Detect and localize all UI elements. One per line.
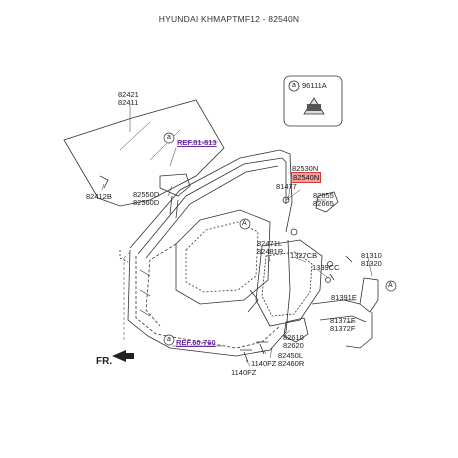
part-label-82530n[interactable]: 82530N (292, 164, 319, 173)
page-title: HYUNDAI KHMAPTMF12 - 82540N (158, 14, 300, 24)
part-label-82540n-highlighted[interactable]: 82540N (291, 172, 322, 183)
window-frame (129, 149, 293, 259)
callout-a-box: a (292, 82, 296, 89)
callout-circles (163, 132, 397, 346)
part-label-82411[interactable]: 82411 (118, 98, 139, 107)
part-label-81391e[interactable]: 81391E (331, 293, 357, 302)
front-arrow (112, 350, 134, 362)
part-label-82471l[interactable]: 82471L (257, 239, 283, 248)
part-label-1140fz-right[interactable]: 1140FZ (251, 359, 277, 368)
callout-A-door: A (242, 220, 247, 227)
callout-a-bottom: a (167, 336, 171, 343)
window-glass (63, 99, 225, 207)
latch-assembly (311, 255, 379, 349)
part-label-82665[interactable]: 82665 (313, 199, 334, 208)
part-label-1339cc[interactable]: 1339CC (312, 263, 340, 272)
part-label-82550d[interactable]: 82550D (133, 190, 160, 199)
ref-link-81-813[interactable]: REF.81-813 (177, 138, 217, 147)
leader-lines (101, 104, 373, 367)
part-label-82460r[interactable]: 82460R (278, 359, 305, 368)
door-panel (119, 209, 291, 357)
part-label-96111a[interactable]: 96111A (302, 81, 327, 90)
part-label-82560d[interactable]: 82560D (133, 198, 160, 207)
front-direction-label: FR. (96, 356, 113, 367)
part-label-82481r[interactable]: 82481R (257, 247, 284, 256)
callout-a-top: a (167, 134, 171, 141)
part-label-81477[interactable]: 81477 (276, 182, 297, 191)
part-label-1327cb[interactable]: 1327CB (290, 251, 318, 260)
part-label-82450l[interactable]: 82450L (278, 351, 304, 360)
part-label-82421[interactable]: 82421 (118, 90, 139, 99)
part-label-82655[interactable]: 82655 (313, 191, 334, 200)
part-label-82620[interactable]: 82620 (283, 341, 304, 350)
part-label-81310[interactable]: 81310 (361, 251, 382, 260)
screws (99, 175, 268, 363)
part-label-82412b[interactable]: 82412B (86, 192, 112, 201)
regulator-parts (159, 173, 339, 343)
callout-A-latch: A (388, 282, 393, 289)
ref-link-60-760[interactable]: REF.60-760 (176, 338, 216, 347)
part-label-82610[interactable]: 82610 (283, 333, 304, 342)
part-label-81371f[interactable]: 81371F (330, 316, 356, 325)
part-label-1140fz-left[interactable]: 1140FZ (231, 368, 257, 377)
part-label-81372f[interactable]: 81372F (330, 324, 356, 333)
part-96111a-box (283, 75, 343, 127)
part-label-81320[interactable]: 81320 (361, 259, 382, 268)
